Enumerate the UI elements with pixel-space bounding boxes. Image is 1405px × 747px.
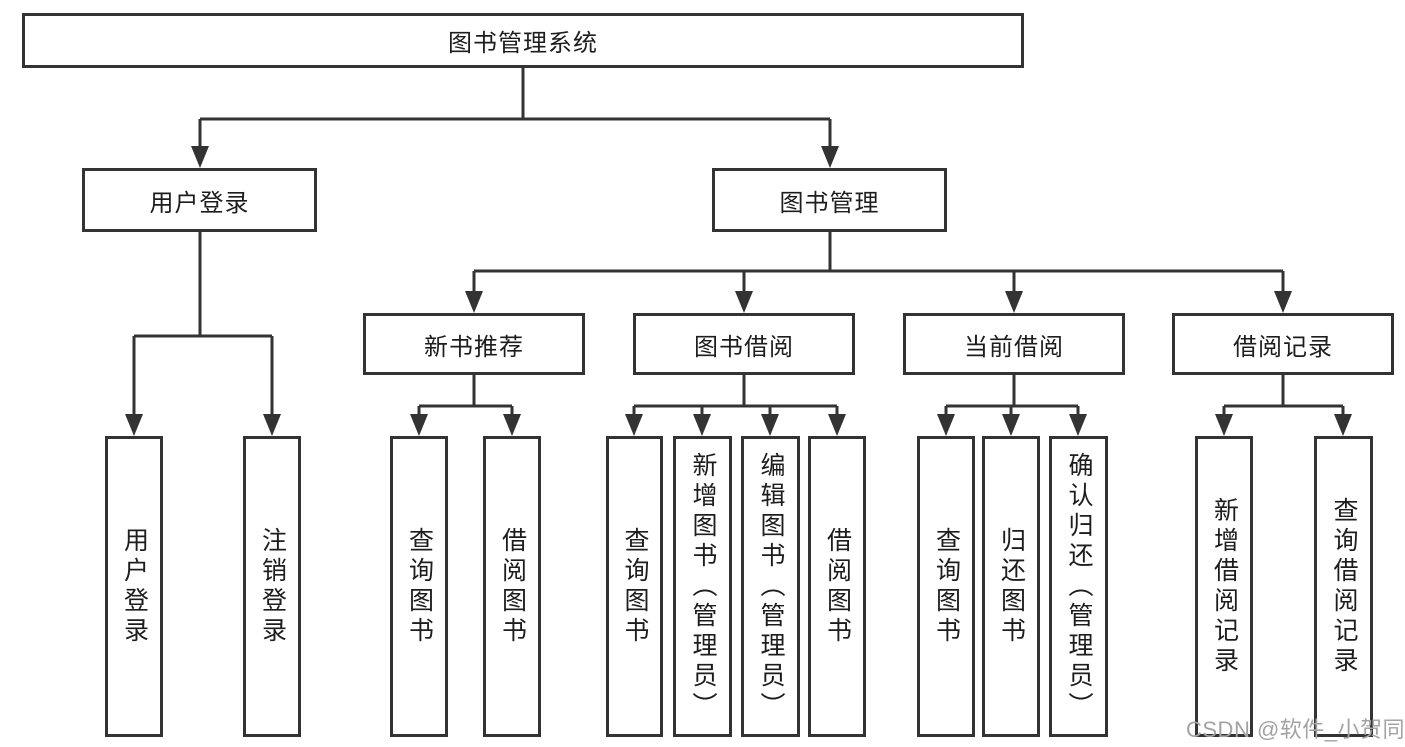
node-label: 注销登录: [258, 526, 287, 647]
node-library-management-system: 图书管理系统: [22, 13, 1024, 68]
node-label: 用户登录: [149, 189, 250, 217]
node-label: 编辑图书（管理员）: [757, 451, 785, 722]
node-label: 借阅图书: [823, 526, 852, 647]
node-query-books-recommend: 查询图书: [390, 436, 448, 737]
node-user-login-leaf: 用户登录: [105, 436, 163, 737]
node-label: 用户登录: [120, 526, 149, 647]
node-label: 新书推荐: [424, 333, 524, 361]
node-label: 借阅记录: [1233, 333, 1333, 361]
node-query-books-current: 查询图书: [917, 436, 975, 737]
node-label: 图书管理系统: [448, 30, 598, 57]
node-label: 查询图书: [621, 526, 649, 647]
node-return-books: 归还图书: [982, 436, 1040, 737]
node-new-book-recommendation: 新书推荐: [363, 313, 585, 375]
node-add-borrow-record: 新增借阅记录: [1195, 436, 1253, 737]
node-label: 查询图书: [932, 526, 961, 647]
csdn-watermark: CSDN @软件_小贺同学: [1186, 717, 1405, 742]
node-label: 当前借阅: [964, 333, 1064, 361]
node-query-books-borrowing: 查询图书: [606, 436, 663, 737]
node-label: 查询借阅记录: [1330, 496, 1358, 677]
node-current-borrowing: 当前借阅: [903, 313, 1125, 375]
node-label: 新增借阅记录: [1210, 496, 1239, 677]
node-borrow-books: 借阅图书: [808, 436, 866, 737]
node-logout: 注销登录: [243, 436, 301, 737]
node-confirm-return-admin: 确认归还（管理员）: [1049, 436, 1108, 737]
node-query-borrow-record: 查询借阅记录: [1314, 436, 1373, 737]
node-edit-books-admin: 编辑图书（管理员）: [741, 436, 800, 737]
node-add-books-admin: 新增图书（管理员）: [673, 436, 732, 737]
node-label: 查询图书: [405, 526, 434, 647]
node-book-management-branch: 图书管理: [712, 168, 947, 232]
node-label: 图书借阅: [694, 333, 794, 361]
node-label: 新增图书（管理员）: [689, 451, 717, 722]
node-book-borrowing: 图书借阅: [633, 313, 855, 375]
node-borrowing-records: 借阅记录: [1172, 313, 1394, 375]
node-borrow-books-recommend: 借阅图书: [483, 436, 541, 737]
node-label: 确认归还（管理员）: [1065, 451, 1093, 722]
node-label: 图书管理: [779, 189, 880, 217]
node-label: 归还图书: [997, 526, 1026, 647]
node-user-login-branch: 用户登录: [82, 168, 317, 232]
node-label: 借阅图书: [498, 526, 527, 647]
